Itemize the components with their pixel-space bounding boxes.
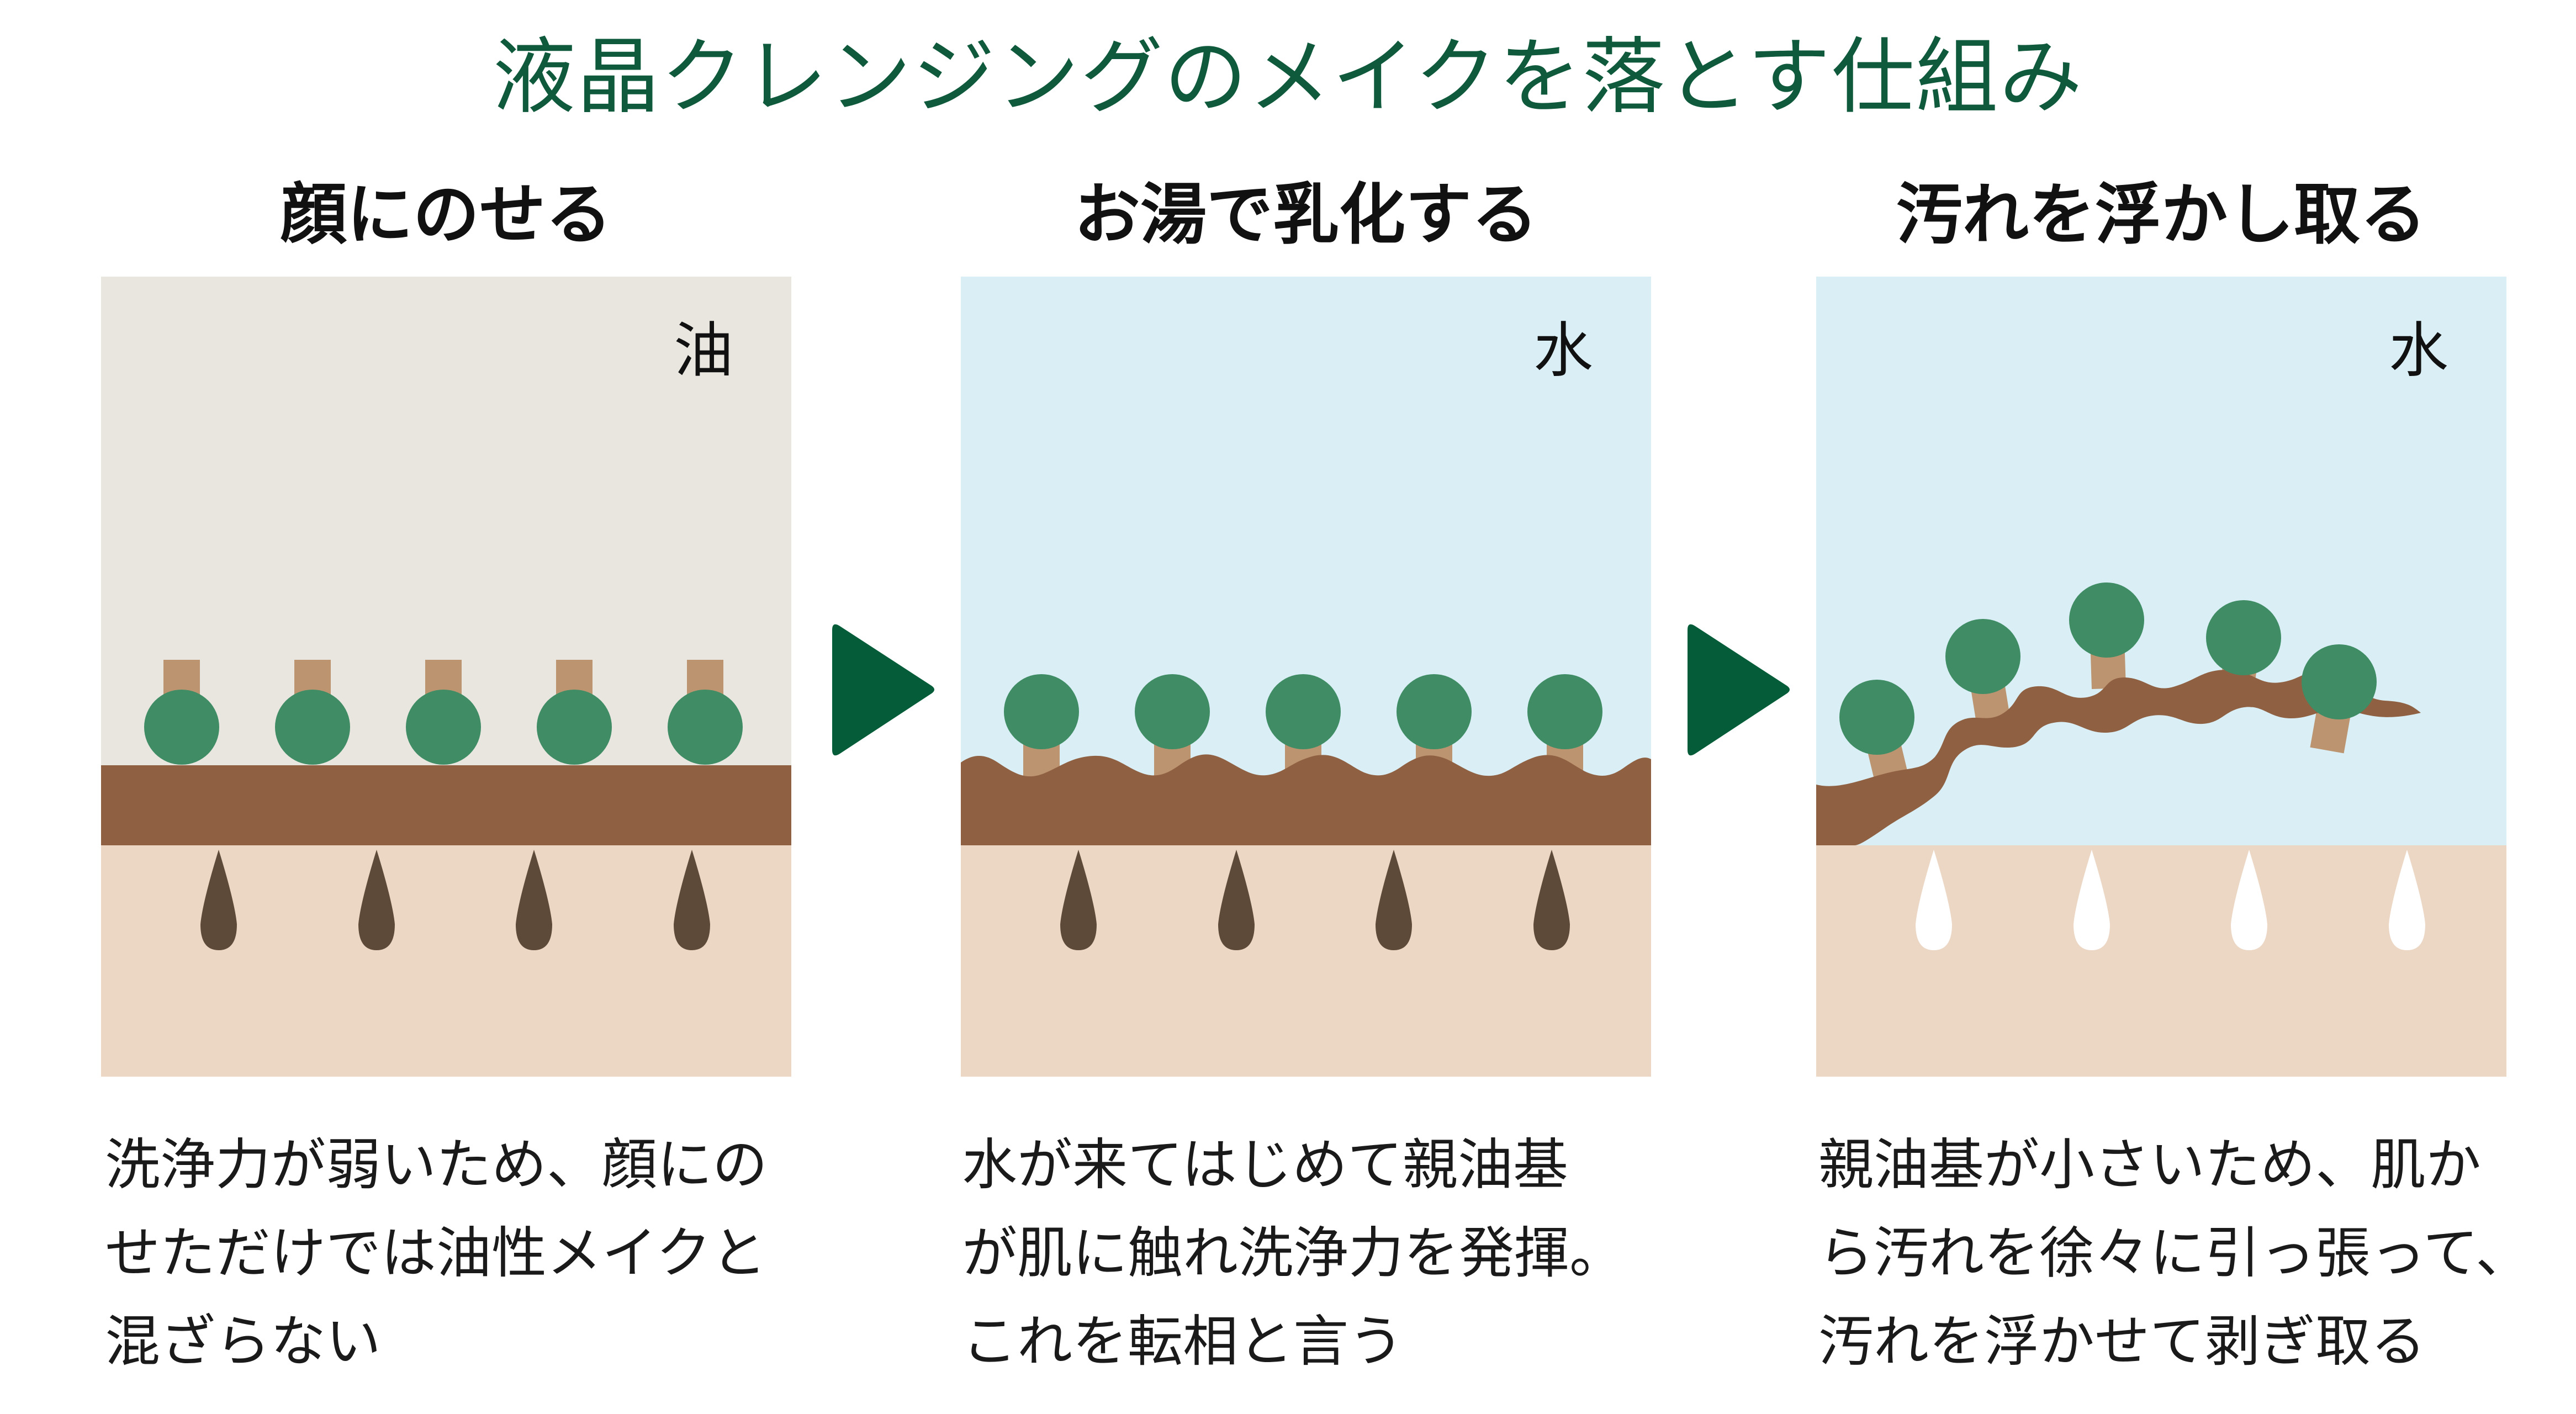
makeup-layer [101, 765, 791, 845]
description-line: ら汚れを徐々に引っ張って、 [1818, 1221, 2531, 1285]
pores [1060, 850, 1570, 950]
clean-pore [2389, 850, 2425, 950]
pore [516, 850, 552, 950]
medium-label-water: 水 [2388, 316, 2448, 385]
step-2-description: 水が来てはじめて親油基 が肌に触れ洗浄力を発揮。 これを転相と言う [962, 1121, 1702, 1386]
description-line: これを転相と言う [962, 1309, 1404, 1374]
clean-pore [2074, 850, 2110, 950]
pore [200, 850, 237, 950]
molecule-head [144, 690, 219, 765]
pore [1376, 850, 1412, 950]
emulsified-makeup-layer [961, 754, 1651, 845]
description-line: 親油基が小さいため、肌か [1818, 1132, 2481, 1197]
molecule-head [1004, 674, 1079, 749]
pore [1533, 850, 1570, 950]
description-line: 洗浄力が弱いため、顔にの [105, 1132, 768, 1197]
pore [358, 850, 395, 950]
molecule-head [2302, 644, 2377, 719]
lifting-molecule-heads [1839, 582, 2377, 755]
description-line: 汚れを浮かせて剥ぎ取る [1818, 1309, 2426, 1374]
molecule-head [1945, 619, 2020, 694]
pore [674, 850, 710, 950]
molecule-head [1397, 674, 1472, 749]
molecule-head [1527, 674, 1602, 749]
step-3-title: 汚れを浮かし取る [1896, 177, 2426, 253]
clean-pore [2231, 850, 2267, 950]
step-1-title: 顔にのせる [281, 177, 612, 253]
step-3-illustration [1816, 277, 2506, 1077]
description-line: 水が来てはじめて親油基 [962, 1132, 1568, 1197]
step-3-panel: 水 [1816, 277, 2506, 1077]
molecule-head [2206, 600, 2281, 675]
page-title: 液晶クレンジングのメイクを落とす仕組み [493, 29, 2083, 125]
step-1-description: 洗浄力が弱いため、顔にの せただけでは油性メイクと 混ざらない [105, 1121, 845, 1386]
medium-label-oil: 油 [673, 316, 733, 385]
step-1-panel: 油 [101, 277, 791, 1077]
pores [200, 850, 710, 950]
clean-pore [1916, 850, 1952, 950]
molecule-head [668, 690, 743, 765]
step-2-illustration [961, 277, 1651, 1077]
step-1-illustration [101, 277, 791, 1077]
step-2-panel: 水 [961, 277, 1651, 1077]
molecule-head [2069, 582, 2144, 658]
description-line: が肌に触れ洗浄力を発揮。 [962, 1221, 1625, 1285]
pore [1218, 850, 1255, 950]
molecule-head [1266, 674, 1341, 749]
next-step-arrow-icon [1688, 624, 1790, 756]
cleansing-molecules [144, 660, 743, 765]
pore [1060, 850, 1097, 950]
next-step-arrow-icon [832, 624, 934, 756]
molecule-head [537, 690, 612, 765]
step-3-description: 親油基が小さいため、肌か ら汚れを徐々に引っ張って、 汚れを浮かせて剥ぎ取る [1818, 1121, 2558, 1386]
step-2-title: お湯で乳化する [1074, 177, 1538, 253]
cleansed-pores [1916, 850, 2425, 950]
lifted-makeup-layer [1816, 670, 2421, 845]
molecule-head [406, 690, 481, 765]
description-line: 混ざらない [105, 1309, 381, 1374]
medium-label-water: 水 [1533, 316, 1593, 385]
description-line: せただけでは油性メイクと [105, 1221, 766, 1285]
molecule-head [1839, 680, 1914, 755]
molecule-head [1135, 674, 1210, 749]
molecule-head [275, 690, 350, 765]
